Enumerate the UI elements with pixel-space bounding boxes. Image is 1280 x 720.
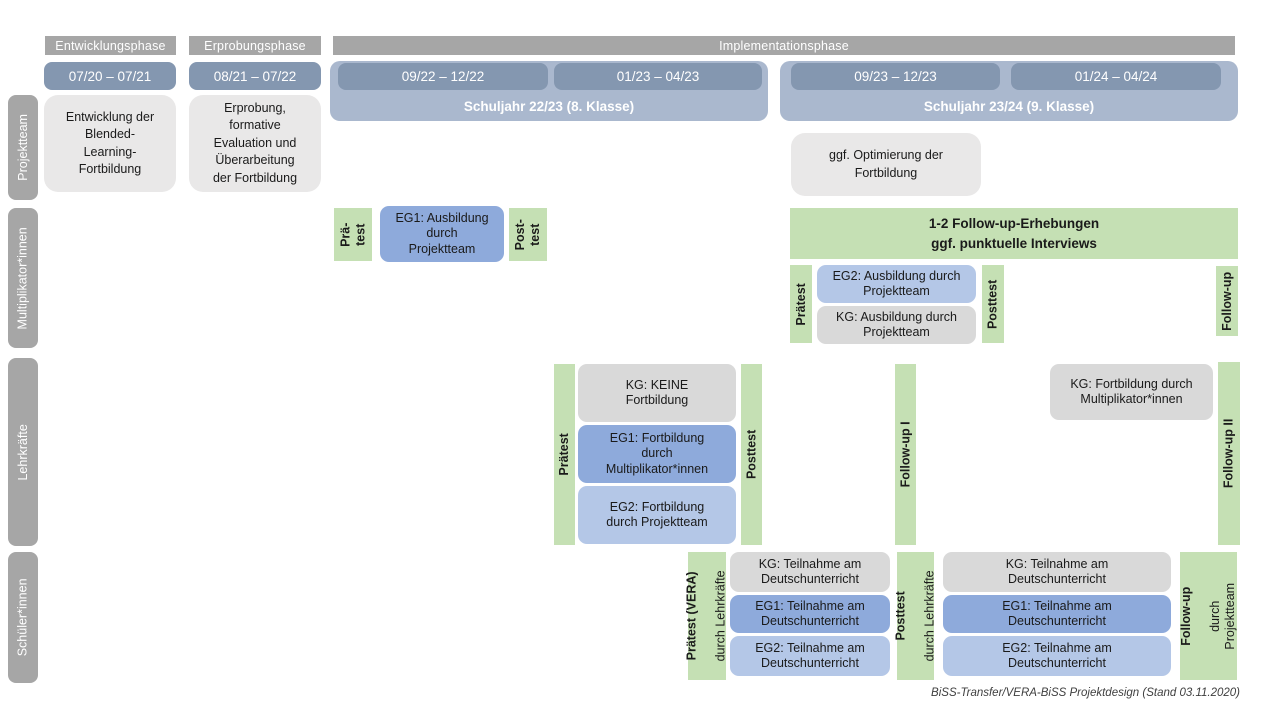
vbar-label: Posttest [744,429,759,480]
sidebar-row-multiplikatoren: Multiplikator*innen [8,208,38,348]
sidebar-row-label: Schüler*innen [15,578,30,657]
box-eg1-teilnahme-1: EG1: Teilnahme am Deutschunterricht [730,595,890,633]
period-09-22-12-22: 09/22 – 12/22 [338,63,548,90]
box-kg-teilnahme-2: KG: Teilnahme am Deutschunterricht [943,552,1171,592]
vbar-label-group: Posttest durch Lehrkräfte [879,570,953,661]
vbar-label: Follow-up [1219,271,1234,331]
vbar-label: Post- test [513,218,542,251]
vbar-label-group: Follow-up durch Projektteam [1164,583,1253,650]
box-eg2-ausbildung-projektteam: EG2: Ausbildung durch Projektteam [817,265,976,303]
box-erprobung-evaluation: Erprobung, formative Evaluation und Über… [189,95,321,192]
band-label-schuljahr-22-23: Schuljahr 22/23 (8. Klasse) [463,99,635,114]
period-01-24-04-24: 01/24 – 04/24 [1011,63,1221,90]
diagram-caption: BiSS-Transfer/VERA-BiSS Projektdesign (S… [931,687,1240,699]
sidebar-row-lehrkraefte: Lehrkräfte [8,358,38,546]
box-entwicklung-fortbildung: Entwicklung der Blended- Learning- Fortb… [44,95,176,192]
period-07-20-07-21: 07/20 – 07/21 [44,62,176,90]
vbar-posttest2-multiplikatoren: Posttest [982,265,1004,343]
phase-bar-implementationsphase: Implementationsphase [333,36,1235,55]
vbar-praetest2-multiplikatoren: Prätest [790,265,812,343]
vbar-praetest-vera-schueler: Prätest (VERA) durch Lehrkräfte [684,552,729,680]
vbar-followup2-lehrkraefte: Follow-up II [1218,362,1240,545]
box-eg1-ausbildung-projektteam: EG1: Ausbildung durch Projektteam [380,206,504,262]
vbar-label: Follow-up II [1221,418,1236,489]
box-eg2-teilnahme-1: EG2: Teilnahme am Deutschunterricht [730,636,890,676]
box-eg2-fortbildung-projektteam: EG2: Fortbildung durch Projektteam [578,486,736,544]
vbar-posttest-multiplikatoren: Post- test [509,208,547,261]
vbar-label: Prätest [793,282,808,326]
sidebar-row-label: Projektteam [15,114,30,181]
vbar-label-primary: Posttest [893,591,908,641]
phase-bar-erprobungsphase: Erprobungsphase [189,36,321,55]
period-08-21-07-22: 08/21 – 07/22 [189,62,321,90]
band-label-schuljahr-23-24: Schuljahr 23/24 (9. Klasse) [923,99,1095,114]
box-kg-teilnahme-1: KG: Teilnahme am Deutschunterricht [730,552,890,592]
vbar-followup1-lehrkraefte: Follow-up I [895,364,916,545]
vbar-label-primary: Prätest (VERA) [684,571,699,661]
period-09-23-12-23: 09/23 – 12/23 [791,63,1000,90]
sidebar-row-label: Multiplikator*innen [15,226,30,330]
vbar-followup-multiplikatoren: Follow-up [1216,266,1238,336]
vbar-label-primary: Follow-up [1179,586,1194,646]
box-eg2-teilnahme-2: EG2: Teilnahme am Deutschunterricht [943,636,1171,676]
vbar-praetest-lehrkraefte: Prätest [554,364,575,545]
vbar-label: Prätest [557,433,572,476]
box-optimierung-fortbildung: ggf. Optimierung der Fortbildung [791,133,981,196]
vbar-posttest-schueler: Posttest durch Lehrkräfte [893,552,937,680]
vbar-label-secondary: durch Projektteam [1208,582,1238,650]
vbar-praetest-multiplikatoren: Prä- test [334,208,372,261]
box-followup-erhebungen: 1-2 Follow-up-Erhebungen ggf. punktuelle… [790,208,1238,259]
vbar-label-secondary: durch Lehrkräfte [922,570,937,662]
box-kg-fortbildung-multiplikatoren: KG: Fortbildung durch Multiplikator*inne… [1050,364,1213,420]
vbar-posttest-lehrkraefte: Posttest [741,364,762,545]
vbar-label-secondary: durch Lehrkräfte [714,570,729,662]
box-eg1-teilnahme-2: EG1: Teilnahme am Deutschunterricht [943,595,1171,633]
vbar-label: Posttest [985,279,1000,329]
vbar-label: Follow-up I [898,421,913,488]
box-kg-ausbildung-projektteam: KG: Ausbildung durch Projektteam [817,306,976,344]
phase-bar-entwicklungsphase: Entwicklungsphase [45,36,176,55]
vbar-followup-schueler: Follow-up durch Projektteam [1179,552,1237,680]
sidebar-row-projektteam: Projektteam [8,95,38,200]
period-01-23-04-23: 01/23 – 04/23 [554,63,762,90]
sidebar-row-schueler: Schüler*innen [8,552,38,683]
box-kg-keine-fortbildung: KG: KEINE Fortbildung [578,364,736,422]
vbar-label: Prä- test [338,222,367,247]
sidebar-row-label: Lehrkräfte [15,423,30,481]
box-eg1-fortbildung-multiplikatoren: EG1: Fortbildung durch Multiplikator*inn… [578,425,736,483]
